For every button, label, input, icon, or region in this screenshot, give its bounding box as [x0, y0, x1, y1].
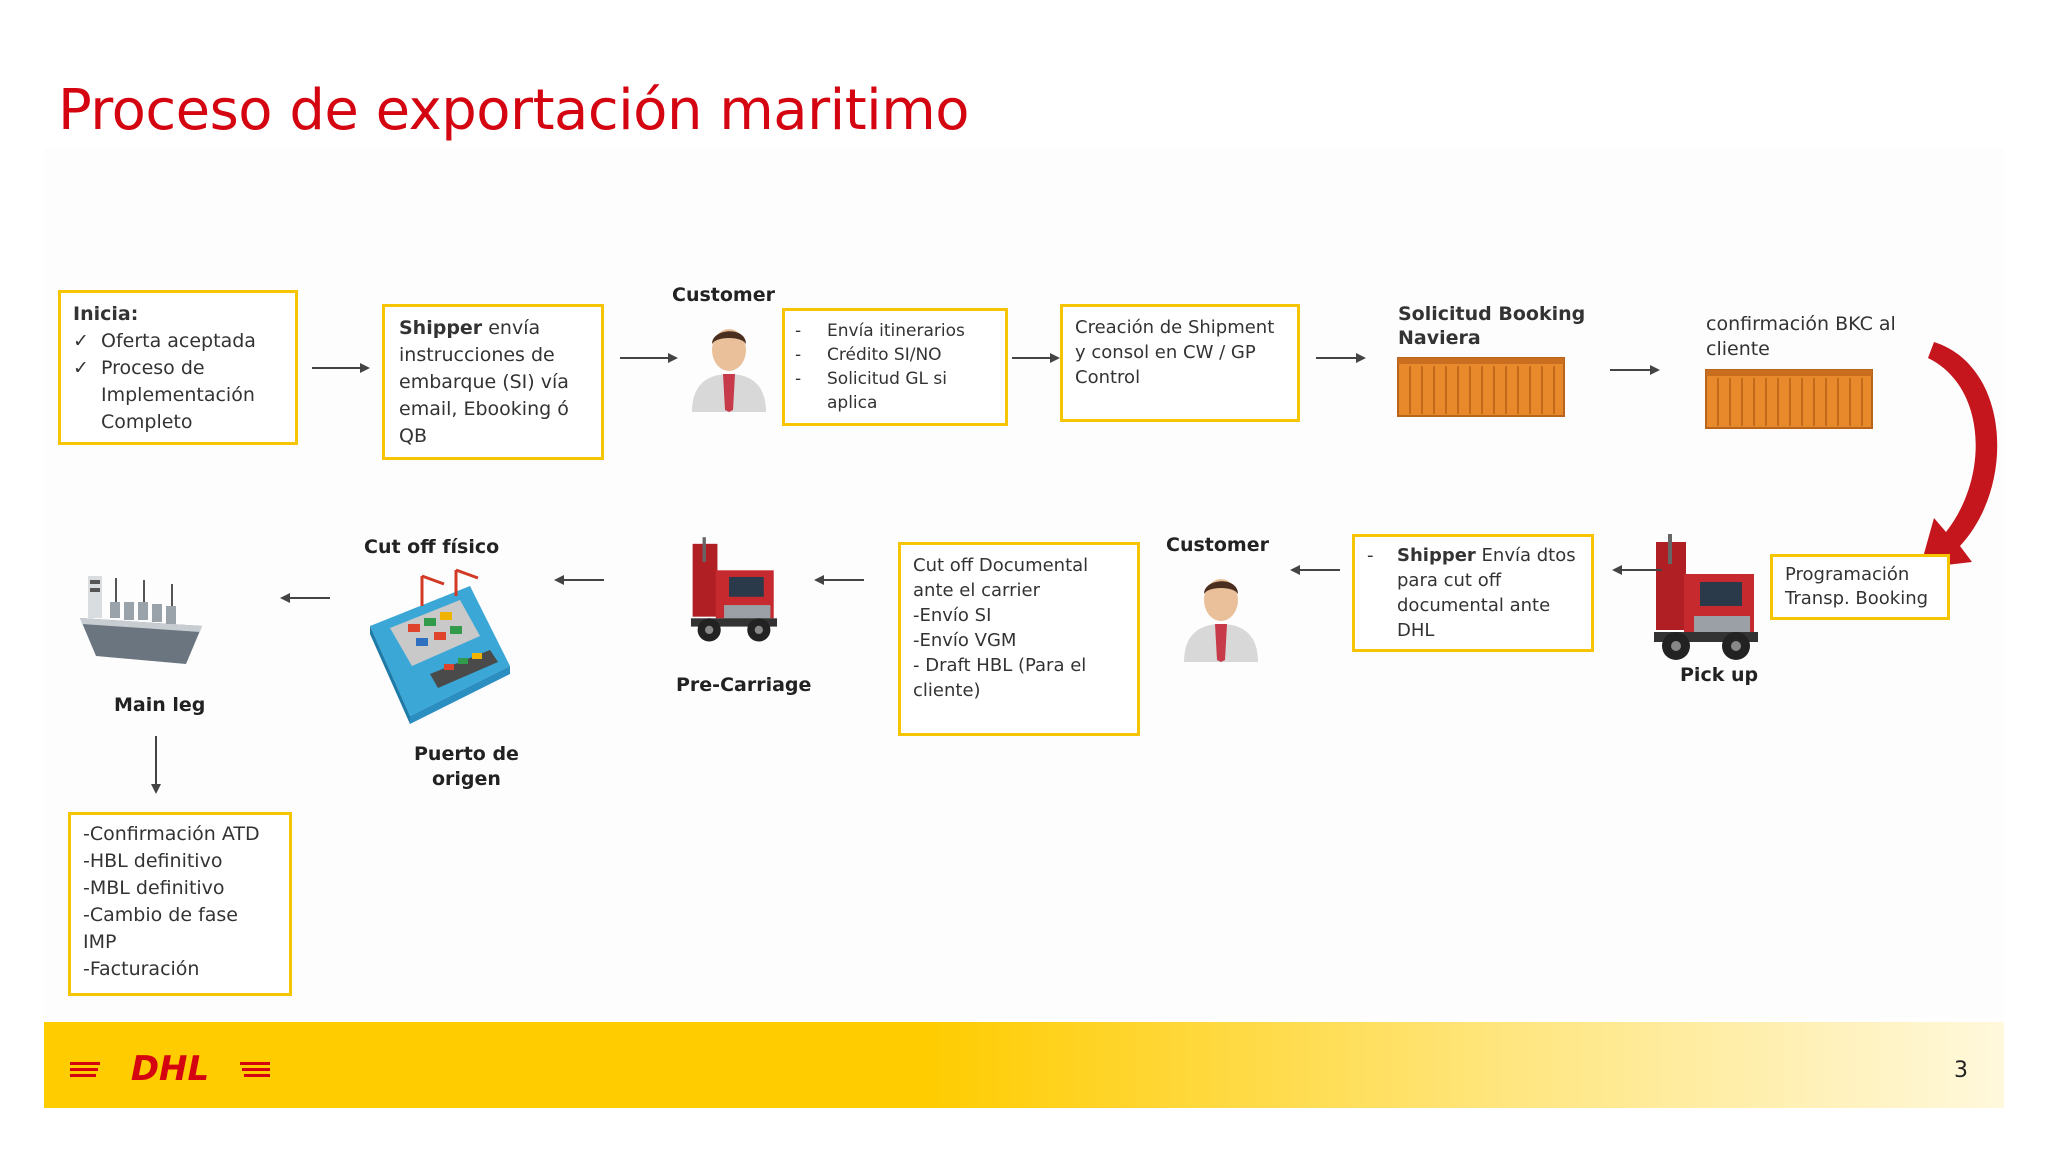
arrow-icon [1290, 565, 1340, 575]
shipping-container-icon [1705, 369, 1873, 429]
dhl-logo: DHL [70, 1049, 270, 1089]
arrow-icon [1012, 353, 1060, 363]
truck-icon [690, 537, 778, 642]
person-icon [1184, 579, 1258, 662]
pre-carriage-label: Pre-Carriage [676, 674, 812, 696]
confirmacion-bkc-label: confirmación BKC al cliente [1706, 313, 1896, 360]
footer-bar [44, 1022, 2004, 1108]
step-programacion-box: Programación Transp. Booking [1770, 554, 1950, 620]
arrow-icon [280, 593, 330, 603]
step-shipper-si-box: Shipper envía instrucciones de embarque … [382, 304, 604, 460]
page-number: 3 [1954, 1058, 1968, 1083]
step-shipper-dtos-box: - Shipper Envía dtos para cut off docume… [1352, 534, 1594, 652]
arrow-icon [814, 575, 864, 585]
cutoff-fisico-label: Cut off físico [364, 536, 500, 558]
port-terminal-icon [370, 568, 510, 724]
arrow-icon [312, 363, 370, 373]
arrow-icon [1612, 565, 1662, 575]
puerto-origen-label: Puerto de origen [414, 743, 519, 790]
shipping-container-icon [1397, 357, 1565, 417]
truck-icon [1654, 534, 1758, 660]
itinerarios-item-1: -Envía itinerarios [795, 321, 965, 341]
step-creacion-box: Creación de Shipment y consol en CW / GP… [1060, 304, 1300, 422]
page-title: Proceso de exportación maritimo [58, 78, 970, 143]
arrow-icon [620, 353, 678, 363]
shipper-bold: Shipper [399, 317, 483, 339]
step-cutoff-doc-box: Cut off Documental ante el carrier -Enví… [898, 542, 1140, 736]
arrow-icon [1316, 353, 1366, 363]
customer-label-1: Customer [672, 284, 775, 306]
cargo-ship-icon [80, 576, 202, 664]
arrow-down-icon [151, 736, 161, 794]
main-leg-label: Main leg [114, 694, 206, 716]
svg-text:DHL: DHL [131, 1049, 209, 1089]
solicitud-booking-label: Solicitud Booking Naviera [1398, 303, 1586, 349]
customer-label-2: Customer [1166, 534, 1269, 556]
step-final-box: -Confirmación ATD -HBL definitivo -MBL d… [68, 812, 292, 996]
arrow-icon [554, 575, 604, 585]
step-itinerarios-box: -Envía itinerarios -Crédito SI/NO -Solic… [782, 308, 1008, 426]
inicia-heading: Inicia: [73, 303, 139, 325]
inicia-item-1: ✓Oferta aceptada [73, 330, 256, 352]
arrow-icon [1610, 365, 1660, 375]
person-icon [692, 329, 766, 412]
itinerarios-item-2: -Crédito SI/NO [795, 345, 942, 365]
curved-arrow-icon [1920, 342, 1998, 568]
pick-up-label: Pick up [1680, 664, 1759, 686]
